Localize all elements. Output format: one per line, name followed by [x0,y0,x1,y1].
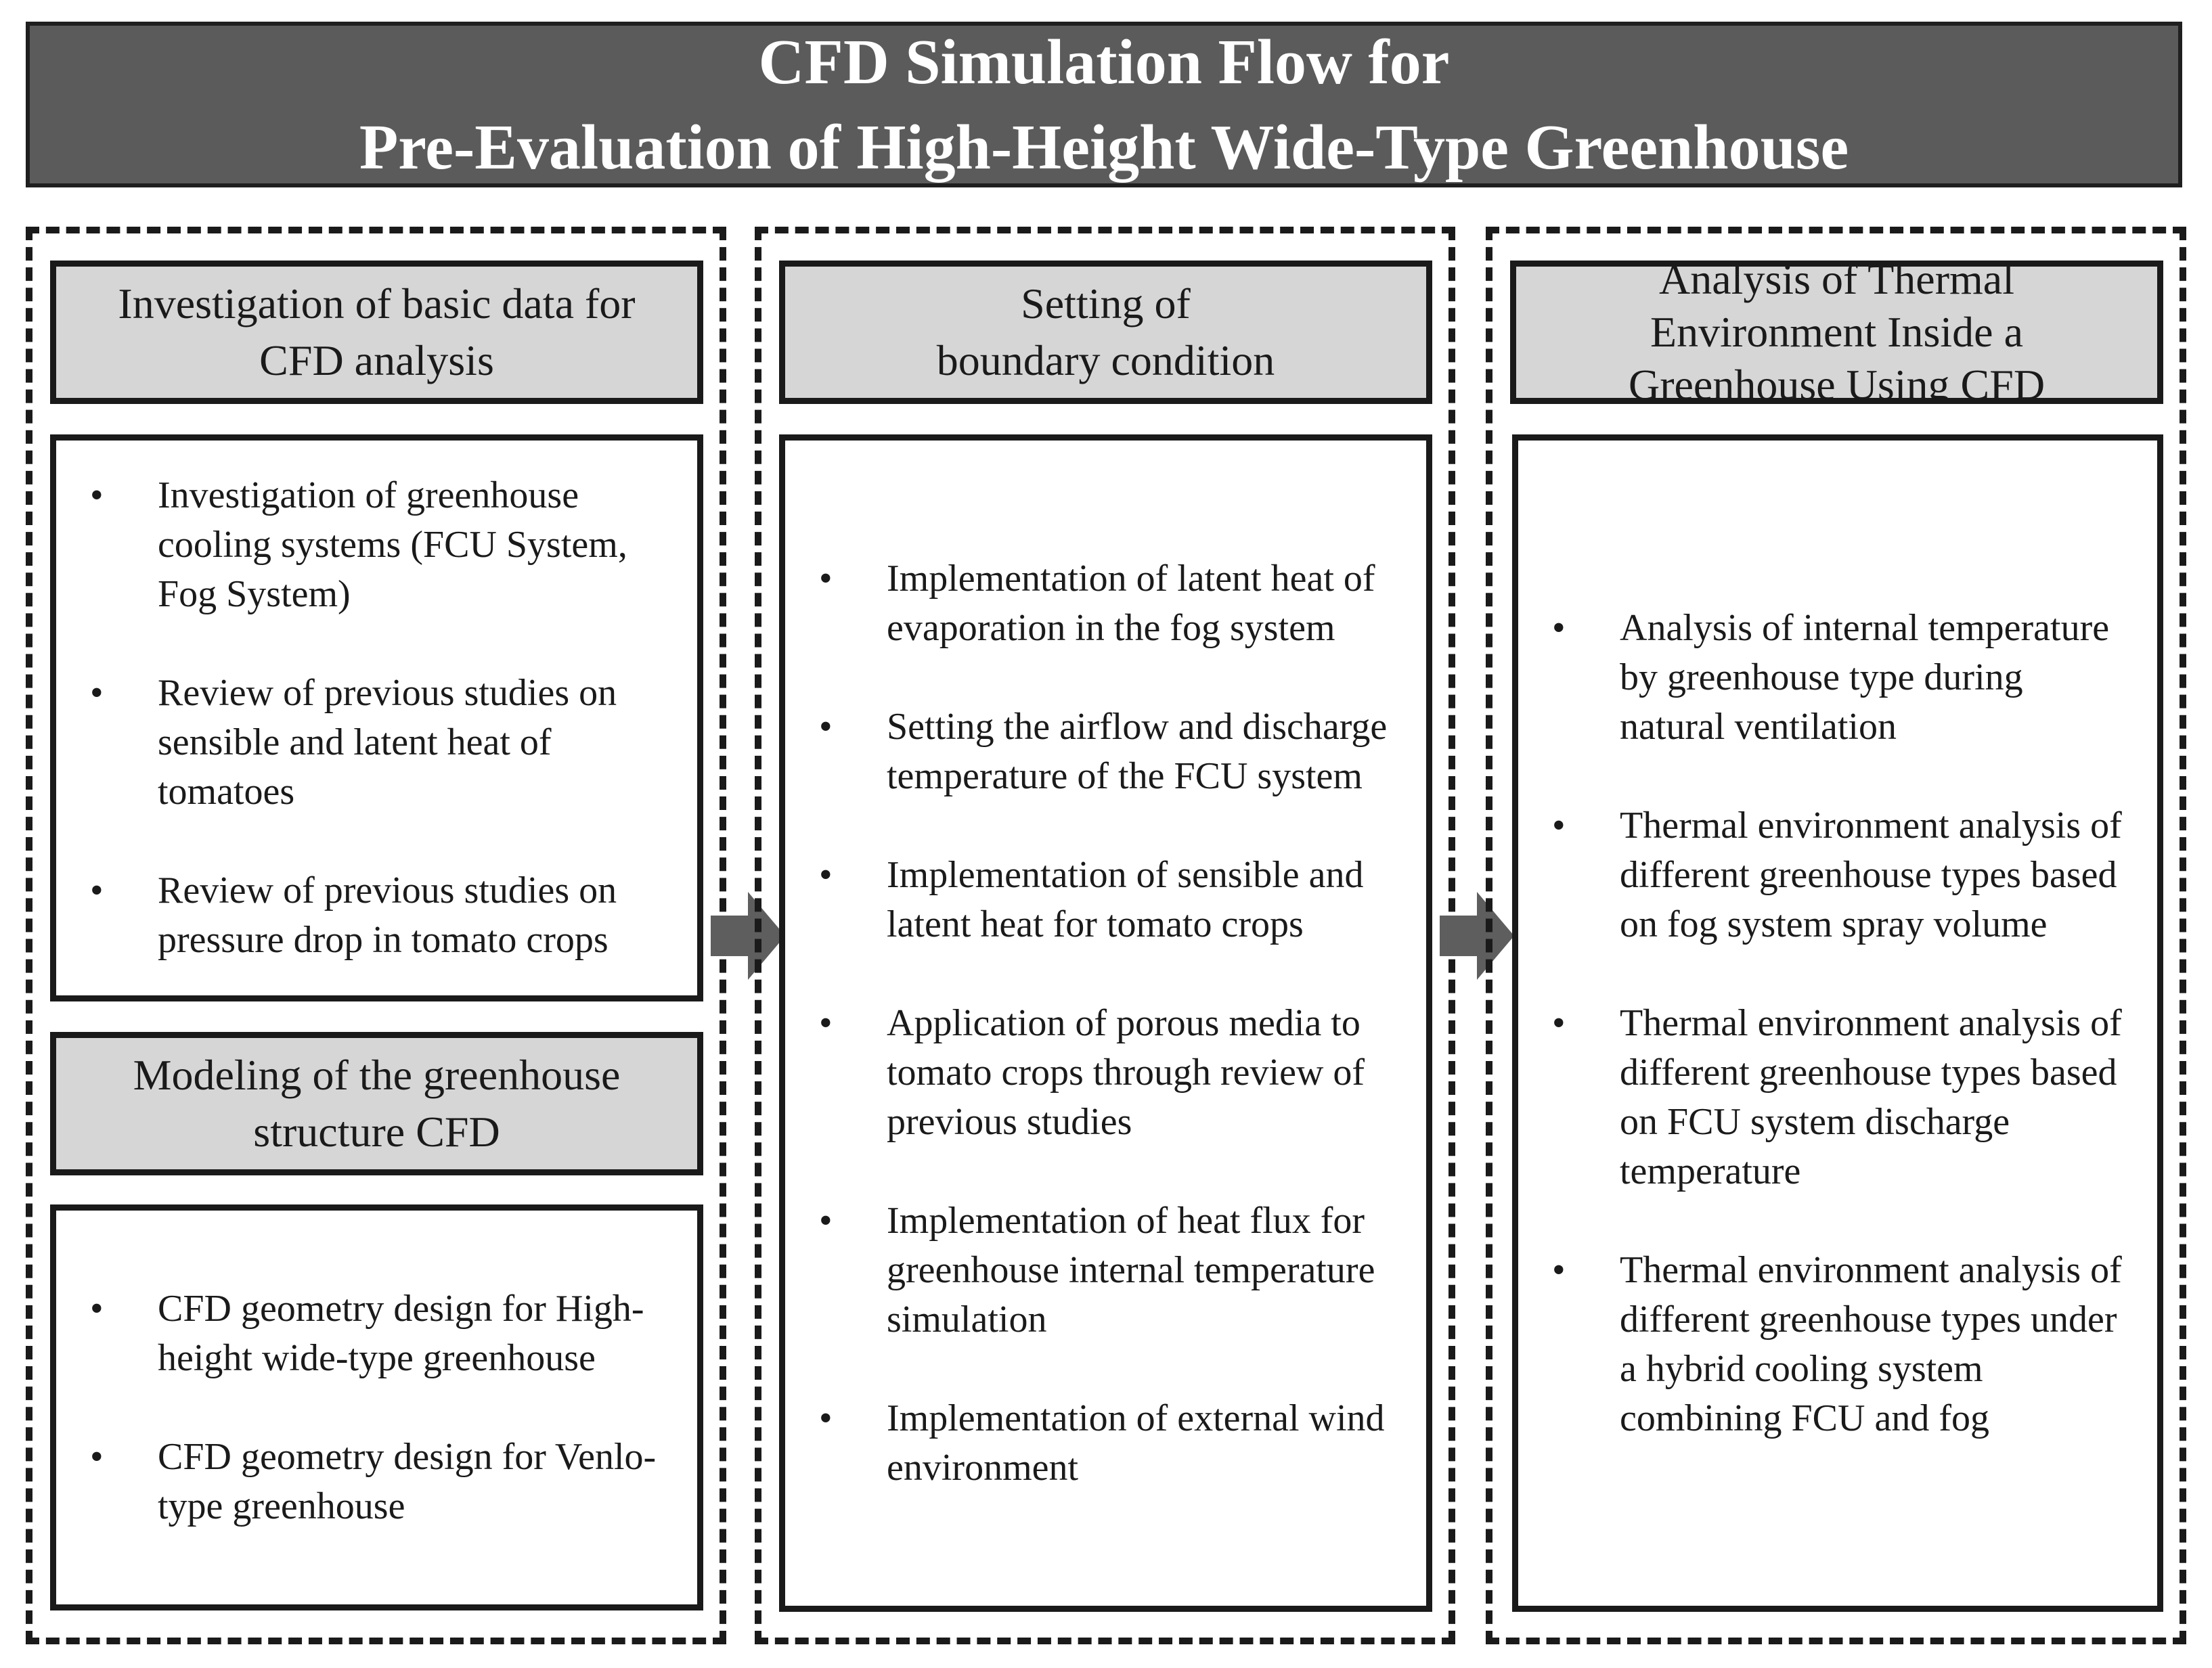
stage-column-3 [1486,227,2186,1644]
list-item: •Analysis of internal temperature by gre… [1518,604,2157,752]
list-item: •Thermal environment analysis of differe… [1518,801,2157,949]
stage-3-content-analysis: •Analysis of internal temperature by gre… [1512,434,2163,1612]
list-item: •Review of previous studies on sensible … [56,669,697,817]
list-item: •CFD geometry design for High-height wid… [56,1284,697,1383]
list-item: •Thermal environment analysis of differe… [1518,999,2157,1196]
stage-2-content-boundary: •Implementation of latent heat of evapor… [779,434,1432,1612]
diagram-title: CFD Simulation Flow for Pre-Evaluation o… [26,22,2182,187]
bullet-icon: • [90,672,104,714]
list-item: •CFD geometry design for Venlo-type gree… [56,1433,697,1531]
list-item: •Thermal environment analysis of differe… [1518,1246,2157,1443]
bullet-icon: • [1552,1001,1566,1044]
list-item: •Implementation of sensible and latent h… [785,851,1426,949]
header-line: Analysis of Thermal [1659,261,2014,303]
header-line: boundary condition [936,336,1275,384]
stage-1-header-modeling: Modeling of the greenhouse structure CFD [50,1032,703,1175]
header-line: CFD analysis [259,336,494,384]
bullet-icon: • [819,705,833,748]
list-item: •Implementation of external wind environ… [785,1394,1426,1493]
stage-1-content-modeling: •CFD geometry design for High-height wid… [50,1204,703,1610]
bullet-icon: • [1552,606,1566,649]
list-item: •Setting the airflow and discharge tempe… [785,702,1426,801]
bullet-icon: • [1552,1248,1566,1291]
title-line-2: Pre-Evaluation of High-Height Wide-Type … [359,112,1849,183]
flow-arrow-icon [1440,892,1514,980]
header-line: Setting of [1021,279,1191,328]
flow-arrow-shape [711,892,785,980]
header-line: structure CFD [253,1108,500,1156]
bullet-icon: • [819,853,833,896]
bullet-icon: • [819,1199,833,1242]
list-item: •Implementation of latent heat of evapor… [785,554,1426,653]
bullet-icon: • [90,1435,104,1478]
flow-arrow-shape [1440,892,1514,980]
bullet-icon: • [819,1397,833,1439]
bullet-icon: • [90,870,104,911]
stage-2-header-boundary: Setting of boundary condition [779,261,1432,404]
stage-1-content-basic-data: •Investigation of greenhouse cooling sys… [50,434,703,1001]
bullet-icon: • [90,1287,104,1330]
header-line: Greenhouse Using CFD [1628,361,2045,404]
header-line: Investigation of basic data for [118,279,636,328]
header-line: Environment Inside a [1650,308,2023,356]
bullet-icon: • [90,474,104,516]
bullet-icon: • [819,557,833,600]
stage-1-header-basic-data: Investigation of basic data for CFD anal… [50,261,703,404]
stage-3-header-analysis: Analysis of Thermal Environment Inside a… [1510,261,2163,404]
bullet-icon: • [819,1001,833,1044]
flow-arrow-icon [711,892,785,980]
title-line-1: CFD Simulation Flow for [758,26,1450,97]
list-item: •Investigation of greenhouse cooling sys… [56,471,697,619]
list-item: •Review of previous studies on pressure … [56,866,697,965]
bullet-icon: • [1552,804,1566,847]
header-line: Modeling of the greenhouse [133,1051,621,1099]
list-item: •Application of porous media to tomato c… [785,999,1426,1147]
list-item: •Implementation of heat flux for greenho… [785,1196,1426,1345]
